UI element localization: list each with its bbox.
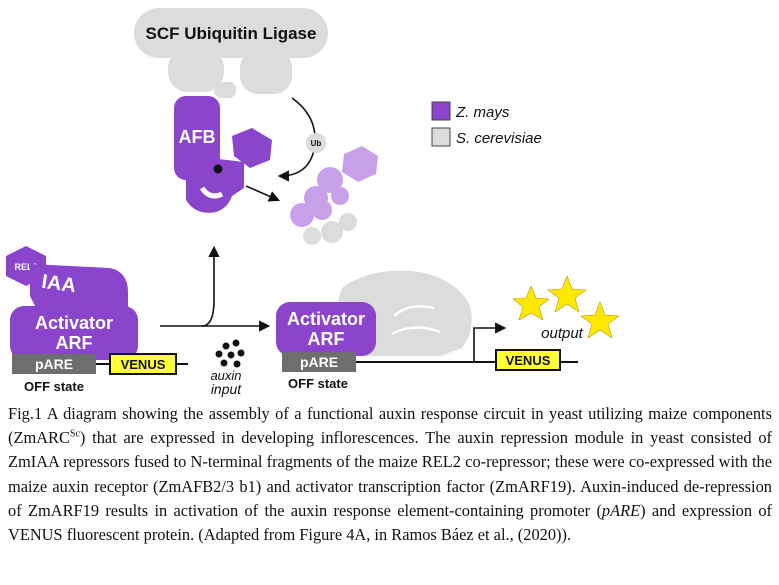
activator-arf-left — [10, 306, 138, 360]
activator-label-left: Activator — [35, 313, 113, 333]
off-state-label-right: OFF state — [288, 376, 348, 391]
caption-sup: Sc — [69, 428, 80, 440]
star-icon — [512, 285, 550, 321]
pare-box-left — [12, 354, 96, 374]
legend-swatch-zmays — [431, 101, 451, 121]
venus-label-left: VENUS — [121, 357, 166, 372]
activator-label-right: Activator — [287, 309, 365, 329]
auxin-input: auxin input — [210, 339, 245, 397]
on-state-right: Activator ARF pARE VENUS OFF state — [276, 270, 578, 391]
afb-iaa-hexagon — [232, 128, 272, 168]
auxin-label: auxin — [210, 368, 241, 383]
legend: Z. mays S. cerevisiae — [431, 101, 542, 147]
venus-label-right: VENUS — [506, 353, 551, 368]
arf-label-right: ARF — [308, 329, 345, 349]
output-label: output — [541, 325, 584, 342]
auxin-bound-dot — [213, 164, 223, 174]
activator-arf-right — [276, 302, 376, 356]
input-label: input — [211, 381, 242, 397]
afb-receptor: AFB — [174, 96, 272, 213]
scf-subunit-right — [240, 50, 292, 94]
legend-label-scerevisiae: S. cerevisiae — [456, 130, 542, 147]
arf-label-left: ARF — [56, 333, 93, 353]
scf-subunit-small — [214, 82, 236, 98]
rel2-label: REL2 — [14, 262, 37, 272]
star-icon — [547, 275, 587, 313]
scf-ligase-label: SCF Ubiquitin Ligase — [146, 24, 317, 43]
venus-box-right — [495, 349, 561, 371]
scf-ligase-shape — [134, 8, 328, 58]
auxin-circuit-diagram: SCF Ubiquitin Ligase AFB Ub Z. ma — [6, 8, 620, 397]
afb-label: AFB — [179, 127, 216, 147]
caption-pare: pARE — [601, 500, 641, 520]
scf-complex: SCF Ubiquitin Ligase — [134, 8, 328, 98]
iaa-shape — [30, 264, 128, 316]
scf-subunit-left — [168, 48, 224, 92]
caption-part2: ) that are expressed in developing inflo… — [8, 428, 772, 520]
caption-part1: Fig.1 A diagram showing the assembly of … — [8, 404, 772, 448]
pare-box-right — [282, 352, 356, 372]
caption-part3: ) and expression of VENUS fluorescent pr… — [8, 500, 772, 545]
transcription-arrow — [473, 322, 507, 362]
auxin-transition-arrow — [160, 245, 220, 327]
legend-swatch-scerevisiae — [431, 127, 451, 147]
ub-circle — [306, 133, 326, 153]
release-arrow — [245, 185, 281, 202]
output-stars: output — [512, 275, 620, 342]
off-state-left: REL2 IAA Activator ARF pARE VENUS OFF st… — [6, 246, 188, 394]
pare-label-left: pARE — [35, 356, 73, 372]
ub-label: Ub — [311, 139, 322, 148]
pare-label-right: pARE — [300, 354, 338, 370]
figure-caption: Fig.1 A diagram showing the assembly of … — [8, 402, 772, 547]
off-state-label-left: OFF state — [24, 379, 84, 394]
degraded-iaa — [290, 146, 378, 245]
iaa-label: IAA — [40, 271, 77, 298]
degraded-hexagon — [342, 146, 378, 182]
star-icon — [580, 301, 620, 339]
afb-hook — [186, 158, 244, 213]
legend-label-zmays: Z. mays — [455, 104, 510, 121]
venus-box-left — [109, 353, 177, 375]
